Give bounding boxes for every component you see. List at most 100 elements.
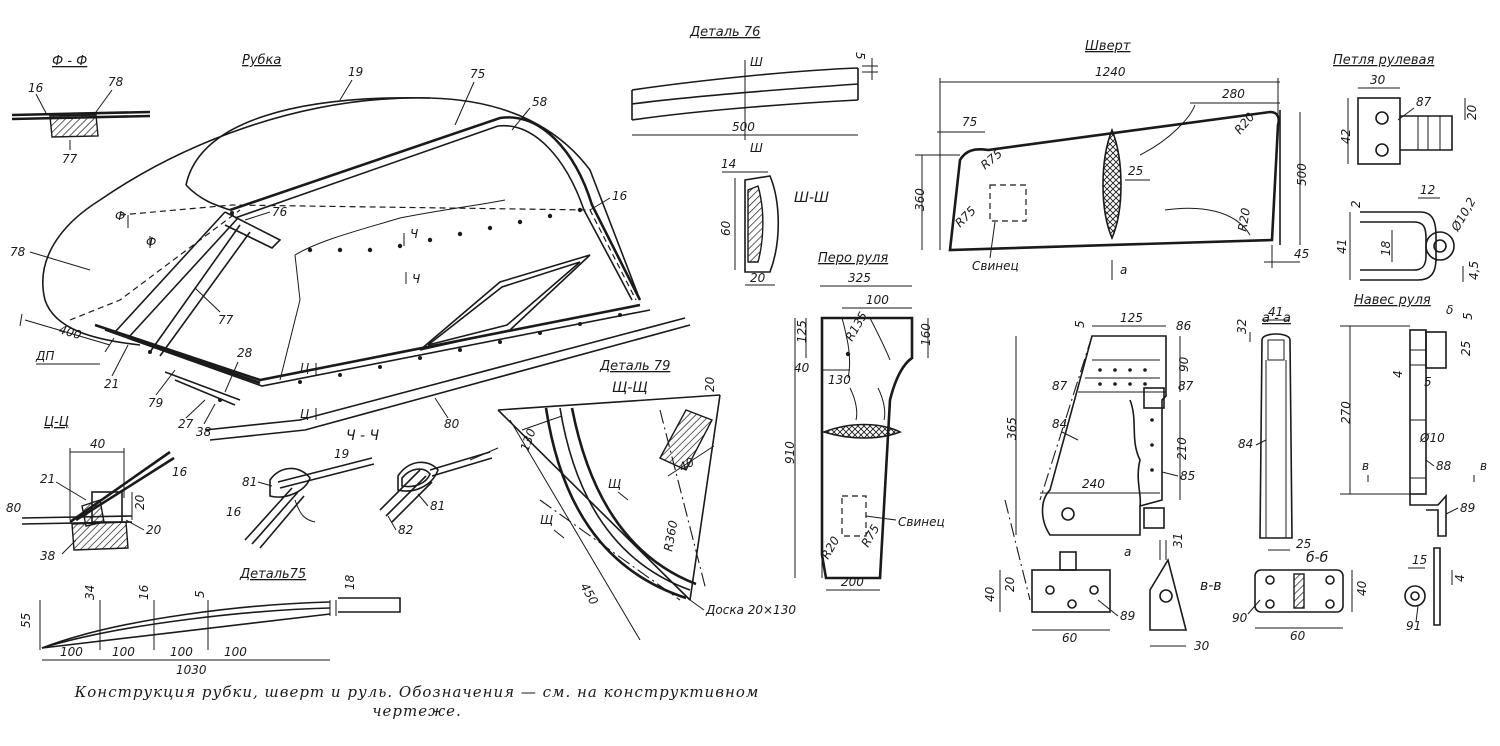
marker-v1: в (1362, 459, 1369, 473)
dim-280: 280 (1222, 87, 1245, 101)
rudder-pintle-view: Навес руля 270 δ 5 25 4 5 Ø10 88 89 в в (1339, 293, 1487, 537)
label-90: 90 (1232, 611, 1248, 625)
dim-R360: R360 (661, 519, 680, 553)
label-86: 86 (1176, 319, 1192, 333)
dim-25-n: 25 (1459, 341, 1473, 356)
dim-25-a: 25 (1296, 537, 1311, 551)
label-78: 78 (10, 245, 26, 259)
label-81-ch-right: 81 (430, 499, 445, 513)
section-f-f-title: Ф - Ф (52, 54, 87, 69)
label-16-ch: 16 (226, 505, 242, 519)
label-21: 21 (104, 377, 119, 391)
case-rivets (1098, 368, 1154, 472)
dim-20-pl: 20 (1465, 104, 1479, 120)
marker-v2: в (1480, 459, 1487, 473)
detail-76-title: Деталь 76 (689, 25, 760, 40)
dim-100-p: 100 (866, 293, 889, 307)
dim-60-bb: 60 (1290, 629, 1306, 643)
label-81-ch-left: 81 (242, 475, 257, 489)
dim-5b-n: 5 (1424, 375, 1432, 389)
cabin-view: Рубка (10, 53, 691, 441)
label-21-ts: 21 (40, 472, 55, 486)
dim-450: 450 (577, 581, 601, 608)
detail-79-title: Деталь 79 (599, 359, 670, 374)
section-f-f: Ф - Ф 16 78 77 (11, 54, 151, 166)
dim-325: 325 (848, 271, 871, 285)
section-v-v-title: в-в (1200, 578, 1222, 594)
dim-30-pl: 30 (1370, 73, 1386, 87)
caption-line-1: Конструкция рубки, шверт и руль. Обознач… (74, 683, 760, 701)
label-84-case: 84 (1052, 417, 1067, 431)
dim-5-n: 5 (1461, 312, 1475, 320)
marker-f1: Ф (115, 209, 125, 223)
dim-18: 18 (343, 574, 357, 590)
cabin-title: Рубка (242, 53, 281, 68)
label-79: 79 (148, 396, 163, 410)
dim-55: 55 (19, 613, 33, 628)
label-38: 38 (196, 425, 212, 439)
dim-5-75: 5 (193, 590, 207, 598)
dim-R75-p: R75 (858, 522, 882, 549)
section-b-b-title: б-б (1306, 550, 1329, 566)
dim-d10-2: Ø10,2 (1448, 195, 1479, 234)
section-shch-title: Щ-Щ (612, 380, 648, 396)
dim-d10: Ø10 (1419, 431, 1445, 445)
dim-4-n: 4 (1391, 370, 1405, 378)
label-87-pl: 87 (1416, 95, 1432, 109)
dim-5-76: 5 (853, 52, 867, 60)
label-19: 19 (348, 65, 363, 79)
dim-40-79: 40 (677, 455, 698, 475)
dim-125-k: 125 (1120, 311, 1143, 325)
marker-f2: Ф (146, 235, 156, 249)
marker-sh1: Ш (750, 55, 763, 69)
marker-a-centreboard: а (1120, 263, 1127, 277)
rudder-hinge-view: Петля рулевая 30 20 42 87 41 18 12 2 Ø10… (1333, 53, 1481, 282)
dim-4-5: 4,5 (1467, 261, 1481, 280)
dim-14: 14 (721, 157, 736, 171)
rudder-blade-title: Перо руля (818, 251, 888, 266)
dim-45: 45 (1294, 247, 1309, 261)
dim-100-c: 100 (170, 645, 193, 659)
dim-40-b: 40 (983, 586, 997, 602)
rudder-hinge-title: Петля рулевая (1333, 53, 1434, 68)
rivets-top (148, 207, 622, 402)
section-ts-ts: Ц-Ц 40 20 16 21 80 20 38 (6, 415, 188, 563)
section-sh-sh: Ш-Ш 14 60 20 (719, 157, 829, 286)
label-28: 28 (237, 346, 253, 360)
dim-R20b-s: R20 (1235, 206, 1253, 232)
dim-34: 34 (83, 585, 97, 600)
rudder-pintle-title: Навес руля (1354, 293, 1431, 308)
dim-R75b-s: R75 (952, 204, 979, 231)
label-87-case-left: 87 (1052, 379, 1068, 393)
label-20-ts: 20 (146, 523, 162, 537)
dim-20-b: 20 (1003, 576, 1017, 592)
label-19-ch: 19 (334, 447, 349, 461)
detail-75: Деталь75 55 34 16 5 18 100 100 100 100 1… (19, 567, 401, 677)
marker-ch2: Ч (412, 272, 420, 286)
dim-1030: 1030 (176, 663, 207, 677)
label-16-ff: 16 (28, 81, 44, 95)
dim-12: 12 (1420, 183, 1435, 197)
dim-30-v: 30 (1194, 639, 1210, 653)
dim-365: 365 (1005, 417, 1019, 440)
label-58: 58 (532, 95, 548, 109)
label-77-ff: 77 (62, 152, 78, 166)
label-27: 27 (178, 417, 194, 431)
label-16-ts: 16 (172, 465, 188, 479)
detail-75-title: Деталь75 (239, 567, 306, 582)
section-ch-title: Ч - Ч (346, 428, 380, 444)
marker-ts1: Ц (300, 361, 309, 375)
dim-41-a: 41 (1268, 305, 1283, 319)
detail-79: Деталь 79 Щ-Щ 40 20 R360 130 450 Щ Щ Дос… (469, 359, 796, 641)
label-77: 77 (218, 313, 234, 327)
dim-910: 910 (783, 441, 797, 464)
centreboard-case-view: 240 125 5 365 90 210 86 87 87 84 85 а 31… (983, 311, 1222, 653)
dim-20-sh: 20 (750, 271, 766, 285)
dim-42: 42 (1339, 129, 1353, 144)
section-sh-title: Ш-Ш (794, 190, 829, 206)
label-78-ff: 78 (108, 75, 124, 89)
dim-16: 16 (137, 584, 151, 600)
dim-2: 2 (1349, 200, 1363, 208)
dim-90: 90 (1177, 356, 1191, 372)
